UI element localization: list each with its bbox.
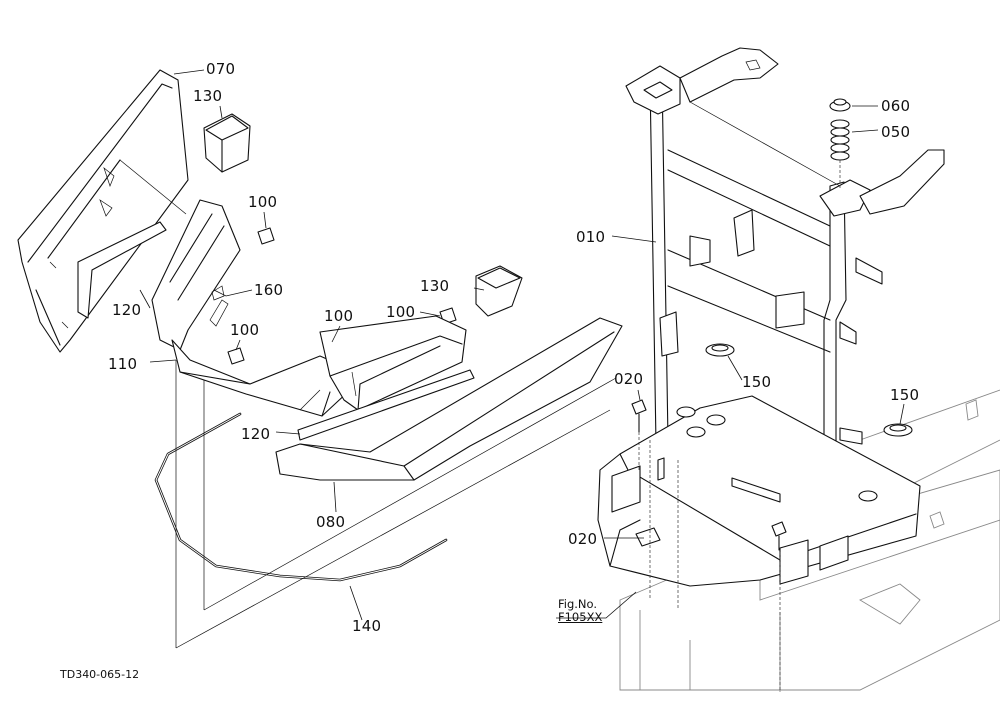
callout-080: 080 <box>316 513 346 531</box>
callout-060: 060 <box>881 97 911 115</box>
part-050-spring <box>830 119 850 161</box>
callout-050: 050 <box>881 123 911 141</box>
part-020-bolts <box>631 399 787 551</box>
callout-100-a: 100 <box>248 193 278 211</box>
callout-100-d: 100 <box>386 303 416 321</box>
part-080-bumper <box>275 317 623 481</box>
part-130-block-upper <box>203 113 251 173</box>
figure-reference-number: F105XX <box>558 610 603 624</box>
part-120-strip-lower <box>297 369 475 441</box>
callout-110: 110 <box>108 355 138 373</box>
part-060-cap <box>829 98 851 112</box>
callout-100-c: 100 <box>230 321 260 339</box>
leader-lines <box>139 69 905 621</box>
callout-100-b: 100 <box>324 307 354 325</box>
base-plate <box>597 395 921 587</box>
part-150-grommets <box>705 343 913 437</box>
callout-120-upper: 120 <box>112 301 142 319</box>
figure-reference-label: Fig.No. <box>558 597 598 611</box>
callout-130-upper: 130 <box>193 87 223 105</box>
callout-070: 070 <box>206 60 236 78</box>
callout-140: 140 <box>352 617 382 635</box>
part-120-strip-left <box>77 221 167 319</box>
alignment-lines-left <box>119 159 617 649</box>
part-130-block-right <box>475 265 523 317</box>
callout-010: 010 <box>576 228 606 246</box>
part-010-frame <box>625 47 945 475</box>
callout-160: 160 <box>254 281 284 299</box>
callout-120-lower: 120 <box>241 425 271 443</box>
callout-020-upper: 020 <box>614 370 644 388</box>
callout-130-right: 130 <box>420 277 450 295</box>
figure-reference: Fig.No. F105XX <box>558 598 602 624</box>
callout-020-lower: 020 <box>568 530 598 548</box>
part-140-rod <box>154 412 448 582</box>
part-110-bracket <box>151 199 353 417</box>
callout-150-right: 150 <box>890 386 920 404</box>
drawing-code: TD340-065-12 <box>60 668 140 681</box>
part-070-side-panel <box>17 69 189 353</box>
part-center-bracket <box>319 315 467 411</box>
callout-150-left: 150 <box>742 373 772 391</box>
alignment-lines-right <box>638 432 781 690</box>
